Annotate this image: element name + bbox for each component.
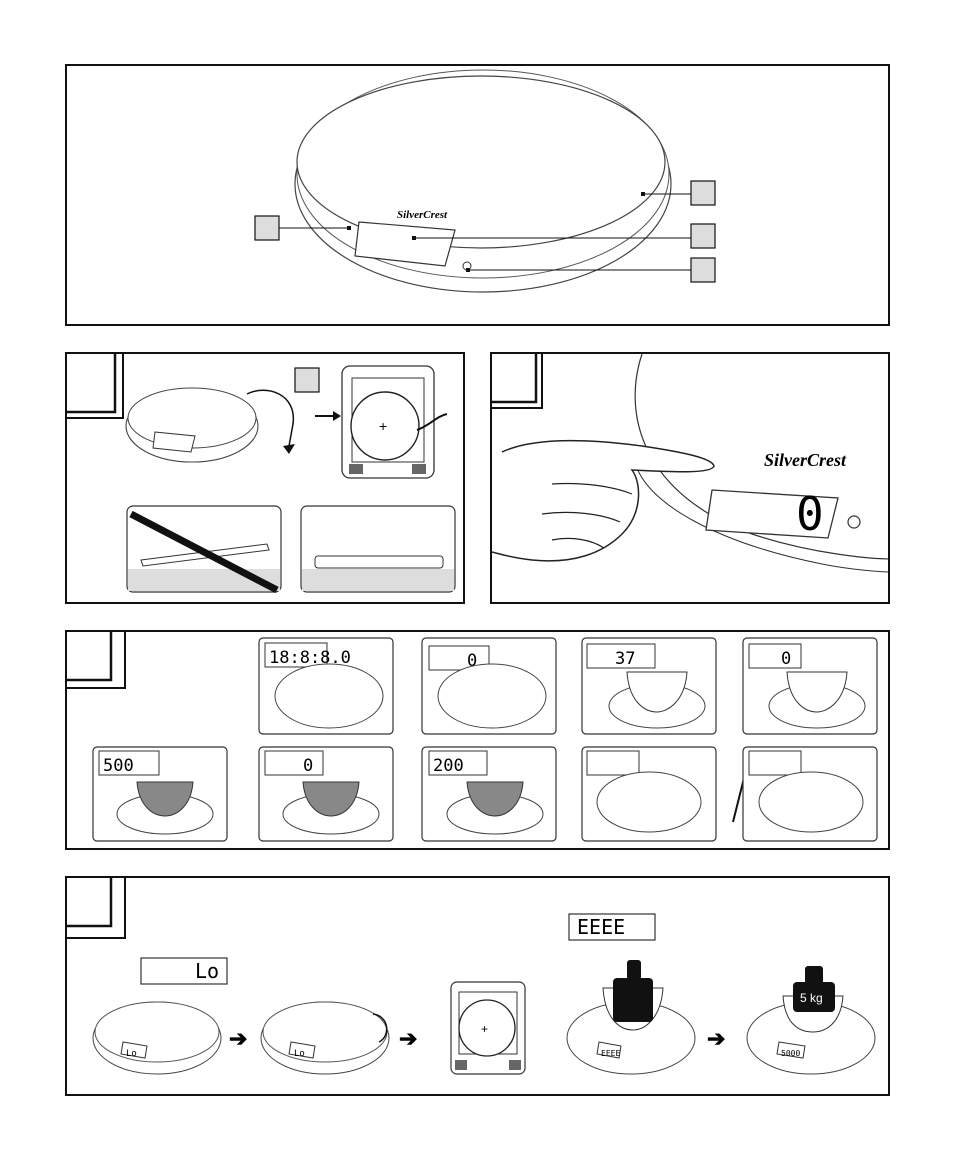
battery-panel: + <box>65 352 465 604</box>
overload-display <box>568 913 656 941</box>
svg-text:+: + <box>379 418 387 434</box>
step-5-display: 500 <box>103 756 134 776</box>
hand-icon <box>492 439 715 562</box>
error-illustration: Lo Lo ➔ Lo ➔ + EEEE EEEE ➔ <box>67 878 876 1075</box>
step-1-frame: 18:8:8.0 <box>258 637 394 735</box>
weighing-sequence-panel: 18:8:8.0 0 37 0 500 <box>65 630 890 850</box>
step-6-display: 0 <box>303 756 313 776</box>
heavy-weight-icon <box>613 978 653 1022</box>
overload-text: EEEE <box>577 915 625 939</box>
step-2-frame: 0 <box>421 637 557 735</box>
svg-text:+: + <box>481 1022 488 1036</box>
arrow-right-icon: ➔ <box>229 1026 247 1051</box>
brand-logo: SilverCrest <box>397 209 448 221</box>
wrong-cross-mark <box>129 510 279 594</box>
step-5-frame: 500 <box>92 746 228 842</box>
coin-battery <box>350 391 420 461</box>
step-9-frame <box>742 746 878 842</box>
step-3-display: 37 <box>615 649 635 669</box>
step-4-display: 0 <box>781 649 791 669</box>
rotate-arrow-icon <box>246 389 294 447</box>
scale-5kg-display: 5000 <box>781 1049 800 1058</box>
label-box-2 <box>690 180 716 206</box>
label-box-5 <box>294 367 320 393</box>
scale-lo-1-display: Lo <box>126 1049 137 1059</box>
battery-illustration: + <box>67 354 456 594</box>
scale-overload-display: EEEE <box>601 1049 620 1058</box>
arrow-right-icon: ➔ <box>399 1026 417 1051</box>
low-battery-display <box>140 957 228 985</box>
error-panel: Lo Lo ➔ Lo ➔ + EEEE EEEE ➔ <box>65 876 890 1096</box>
label-box-1 <box>254 215 280 241</box>
coin-battery <box>458 999 516 1057</box>
lcd-display <box>354 221 456 267</box>
scale-lo-2-display: Lo <box>294 1049 305 1059</box>
label-box-3 <box>690 223 716 249</box>
arrow-right-icon: ➔ <box>707 1026 725 1051</box>
weighing-plate <box>296 75 666 249</box>
rotate-arrow-icon <box>372 1013 388 1043</box>
power-on-illustration: SilverCrest 0 <box>492 354 888 573</box>
weighing-sequence-illustration: 18:8:8.0 0 37 0 500 <box>67 632 878 842</box>
weight-5kg-label: 5 kg <box>800 991 823 1005</box>
power-button-icon[interactable] <box>847 515 861 529</box>
overview-panel: SilverCrest <box>65 64 890 326</box>
step-6-frame: 0 <box>258 746 394 842</box>
weight-5kg-icon <box>793 982 835 1012</box>
overview-illustration: SilverCrest <box>254 69 716 293</box>
step-8-frame <box>581 746 717 842</box>
step-7-frame: 200 <box>421 746 557 842</box>
step-2-display: 0 <box>467 651 477 671</box>
step-4-frame: 0 <box>742 637 878 735</box>
low-battery-text: Lo <box>195 959 219 983</box>
step-1-display: 18:8:8.0 <box>269 648 351 668</box>
lcd-display-large <box>705 489 839 539</box>
step-7-display: 200 <box>433 756 464 776</box>
label-box-4 <box>690 257 716 283</box>
step-3-frame: 37 <box>581 637 717 735</box>
brand-logo-large: SilverCrest <box>764 450 847 470</box>
power-on-panel: SilverCrest 0 <box>490 352 890 604</box>
power-on-display-value: 0 <box>796 487 824 541</box>
